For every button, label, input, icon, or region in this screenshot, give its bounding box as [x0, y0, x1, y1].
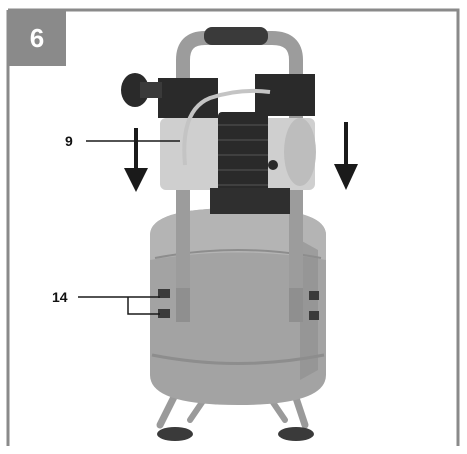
motor-coil — [218, 112, 268, 196]
air-filter — [121, 73, 149, 107]
down-arrow-left — [124, 128, 148, 192]
handle-frame — [176, 27, 303, 322]
figure-number-badge: 6 — [8, 10, 66, 66]
figure-frame-top-right — [8, 8, 460, 446]
rubber-foot-right — [278, 427, 314, 441]
rubber-foot-left — [157, 427, 193, 441]
pump-head-right — [255, 74, 315, 116]
callout-label-14: 14 — [52, 289, 68, 305]
motor-pump-unit — [121, 73, 316, 214]
outlet-valves-14 — [158, 289, 319, 320]
pressure-switch — [210, 188, 290, 214]
air-tank — [150, 208, 326, 405]
leader-line-14 — [78, 296, 160, 315]
air-hose-9 — [182, 88, 271, 166]
callout-label-9: 9 — [65, 133, 73, 149]
handle-grip — [204, 27, 268, 45]
down-arrow-right — [334, 122, 358, 190]
